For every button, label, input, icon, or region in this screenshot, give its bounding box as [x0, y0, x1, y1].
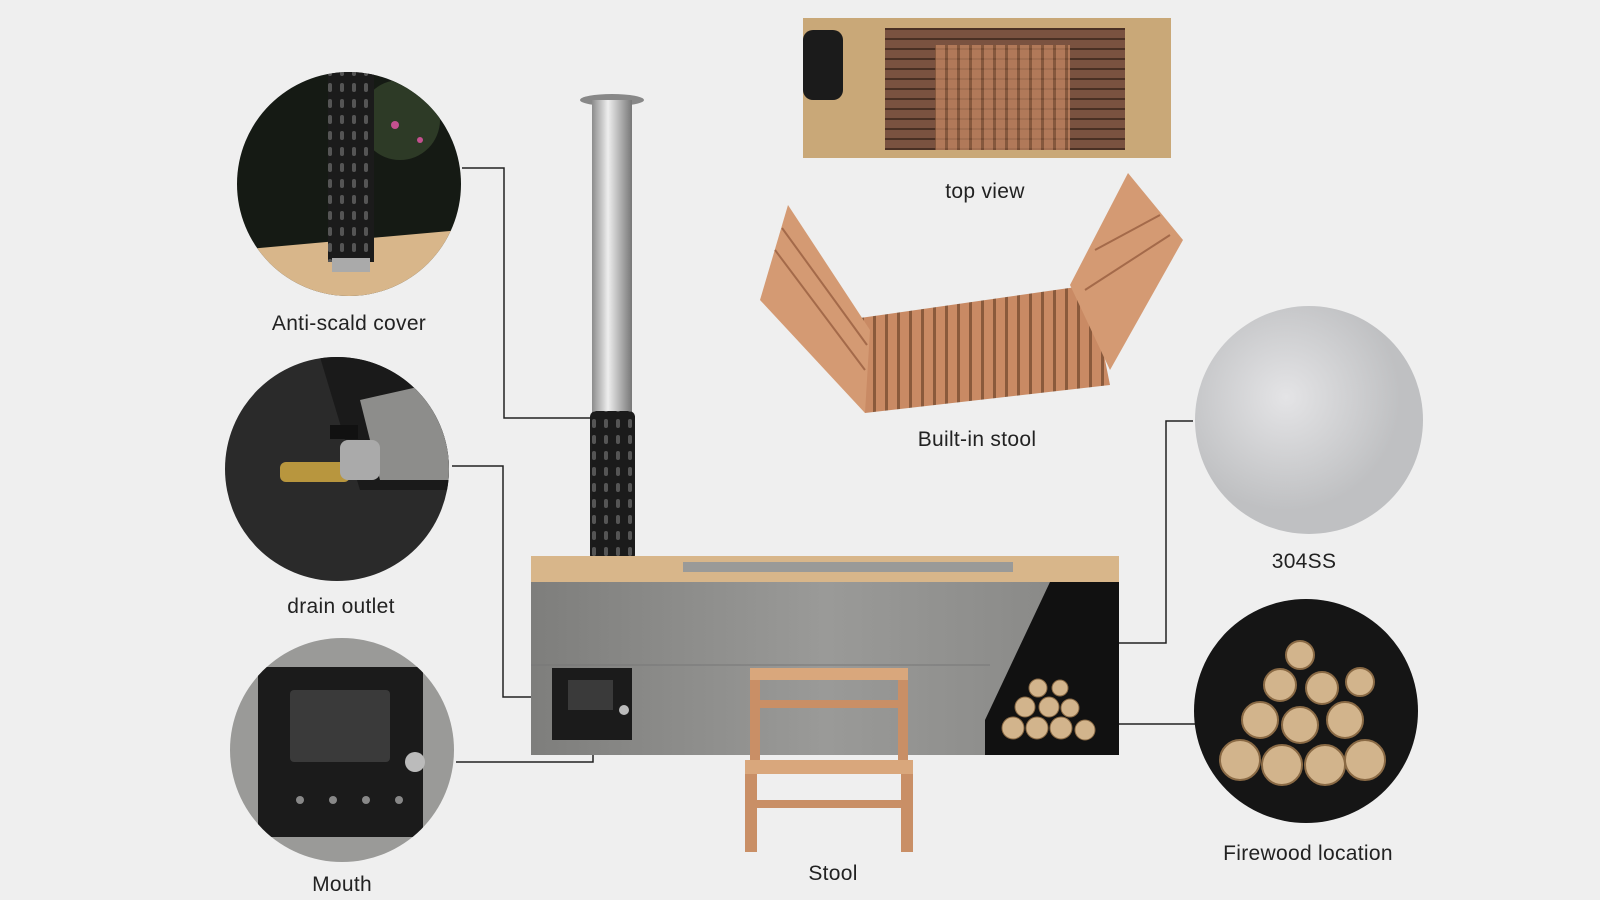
step-stool: [745, 668, 913, 852]
built-in-stool-photo: [760, 173, 1183, 413]
top-view-photo: [803, 18, 1171, 158]
steel-sample-photo: [1195, 306, 1423, 534]
chimney: [580, 94, 644, 561]
mouth-label: Mouth: [312, 873, 372, 896]
firewood-photo: [1194, 599, 1418, 823]
stool-label: Stool: [808, 862, 858, 885]
anti-scald-cover-label: Anti-scald cover: [271, 312, 427, 335]
drain-outlet-label: drain outlet: [287, 595, 395, 618]
built-in-stool-label: Built-in stool: [917, 428, 1037, 451]
top-view-label: top view: [945, 180, 1025, 203]
hot-tub: [531, 556, 1119, 755]
anti-scald-line: [462, 167, 590, 419]
anti-scald-photo: [237, 72, 461, 296]
firewood-location-label: Firewood location: [1223, 842, 1393, 865]
steel-304ss-label: 304SS: [1271, 550, 1337, 573]
drain-line: [452, 465, 535, 698]
mouth-photo: [230, 638, 454, 862]
drain-outlet-photo: [225, 357, 449, 581]
